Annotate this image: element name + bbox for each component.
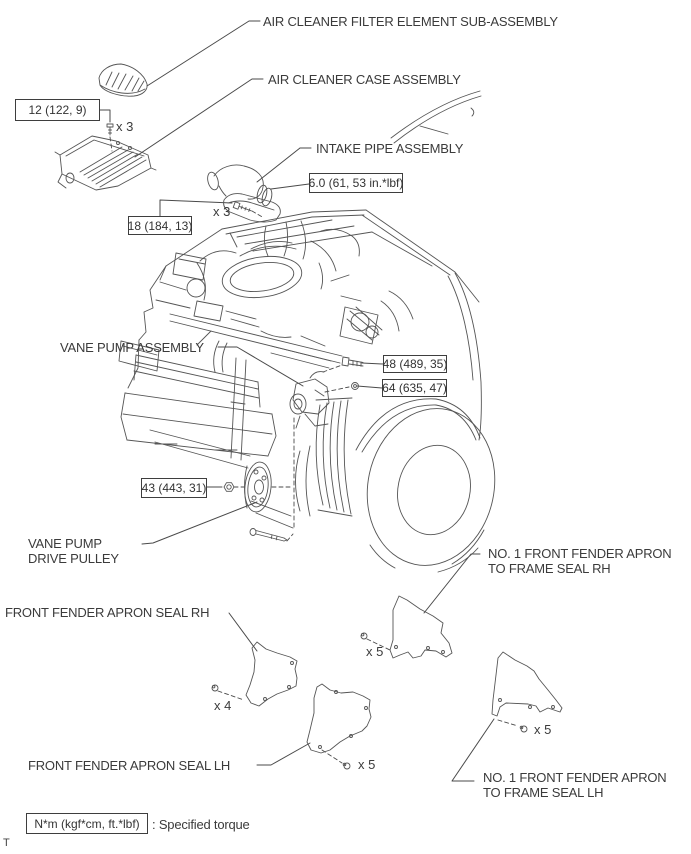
long-bolt-drawing: [249, 528, 288, 542]
torque-box-intake-pipe: 18 (184, 13): [128, 216, 192, 235]
label-no1-apron-rh-line1: NO. 1 FRONT FENDER APRON: [488, 546, 672, 561]
label-air-cleaner-case: AIR CLEANER CASE ASSEMBLY: [268, 72, 461, 87]
bolt-icon-48: [341, 356, 364, 367]
label-no1-apron-rh-line2: TO FRAME SEAL RH: [488, 561, 611, 576]
engine-bay-outline: [138, 209, 482, 441]
label-no1-apron-lh: NO. 1 FRONT FENDER APRON TO FRAME SEAL L…: [483, 770, 667, 800]
clip-icon-no1-lh: [519, 725, 528, 733]
engine-details: [155, 219, 433, 373]
vane-pump-drawing: [289, 371, 330, 429]
page-footer-mark: T: [3, 837, 10, 849]
no1-apron-seal-rh-drawing: [389, 595, 453, 659]
apron-seal-rh-drawing: [245, 641, 298, 707]
torque-box-hose-clamp: 6.0 (61, 53 in.*lbf): [309, 173, 403, 193]
clip-icon-seal-rh: [211, 684, 219, 692]
torque-box-vane-pump-nut: 64 (635, 47): [382, 379, 447, 397]
air-cleaner-filter-element-drawing: [98, 63, 148, 97]
hood-curve: [390, 90, 482, 144]
count-air-cleaner-case-bolts: x 3: [116, 119, 134, 134]
label-vane-pump-drive-pulley-line1: VANE PUMP: [28, 536, 102, 551]
front-wheel-drawing: [315, 397, 496, 573]
frame-members: [149, 313, 343, 529]
label-vane-pump-drive-pulley: VANE PUMP DRIVE PULLEY: [28, 536, 119, 566]
label-no1-apron-rh: NO. 1 FRONT FENDER APRON TO FRAME SEAL R…: [488, 546, 672, 576]
clip-icon-seal-lh: [342, 762, 351, 770]
air-cleaner-case-drawing: [54, 135, 157, 191]
torque-box-drive-pulley-nut: 43 (443, 31): [141, 478, 207, 498]
front-bumper-grille: [118, 339, 277, 457]
apron-seal-lh-drawing: [306, 683, 372, 754]
nut-icon-43: [223, 482, 235, 492]
count-no1-apron-rh-clips: x 5: [366, 644, 384, 659]
nut-icon-64: [351, 382, 359, 390]
legend-unit-box: N*m (kgf*cm, ft.*lbf): [26, 813, 148, 834]
label-vane-pump-drive-pulley-line2: DRIVE PULLEY: [28, 551, 119, 566]
label-intake-pipe: INTAKE PIPE ASSEMBLY: [316, 141, 464, 156]
leader-lines: [99, 20, 495, 782]
drive-pulley-drawing: [244, 461, 272, 513]
count-intake-pipe-bolts: x 3: [213, 204, 231, 219]
label-apron-seal-rh: FRONT FENDER APRON SEAL RH: [5, 605, 210, 620]
clip-icon-no1-rh: [360, 632, 368, 640]
label-apron-seal-lh: FRONT FENDER APRON SEAL LH: [28, 758, 231, 773]
label-air-cleaner-filter-element: AIR CLEANER FILTER ELEMENT SUB-ASSEMBLY: [263, 14, 558, 29]
bolt-icon-intake: [232, 201, 252, 212]
bolt-icon-case: [106, 123, 114, 136]
torque-box-vane-pump-bolt: 48 (489, 35): [382, 355, 448, 373]
torque-box-air-cleaner-case: 12 (122, 9): [15, 99, 100, 121]
label-no1-apron-lh-line2: TO FRAME SEAL LH: [483, 785, 604, 800]
count-no1-apron-lh-clips: x 5: [534, 722, 552, 737]
count-apron-seal-lh-clips: x 5: [358, 757, 376, 772]
intake-pipe-drawing: [207, 164, 281, 223]
label-vane-pump-assembly: VANE PUMP ASSEMBLY: [60, 340, 204, 355]
no1-apron-seal-lh-drawing: [491, 651, 563, 717]
count-apron-seal-rh-clips: x 4: [214, 698, 232, 713]
dashed-lines: [109, 136, 519, 764]
label-no1-apron-lh-line1: NO. 1 FRONT FENDER APRON: [483, 770, 667, 785]
legend-description: : Specified torque: [152, 817, 250, 832]
